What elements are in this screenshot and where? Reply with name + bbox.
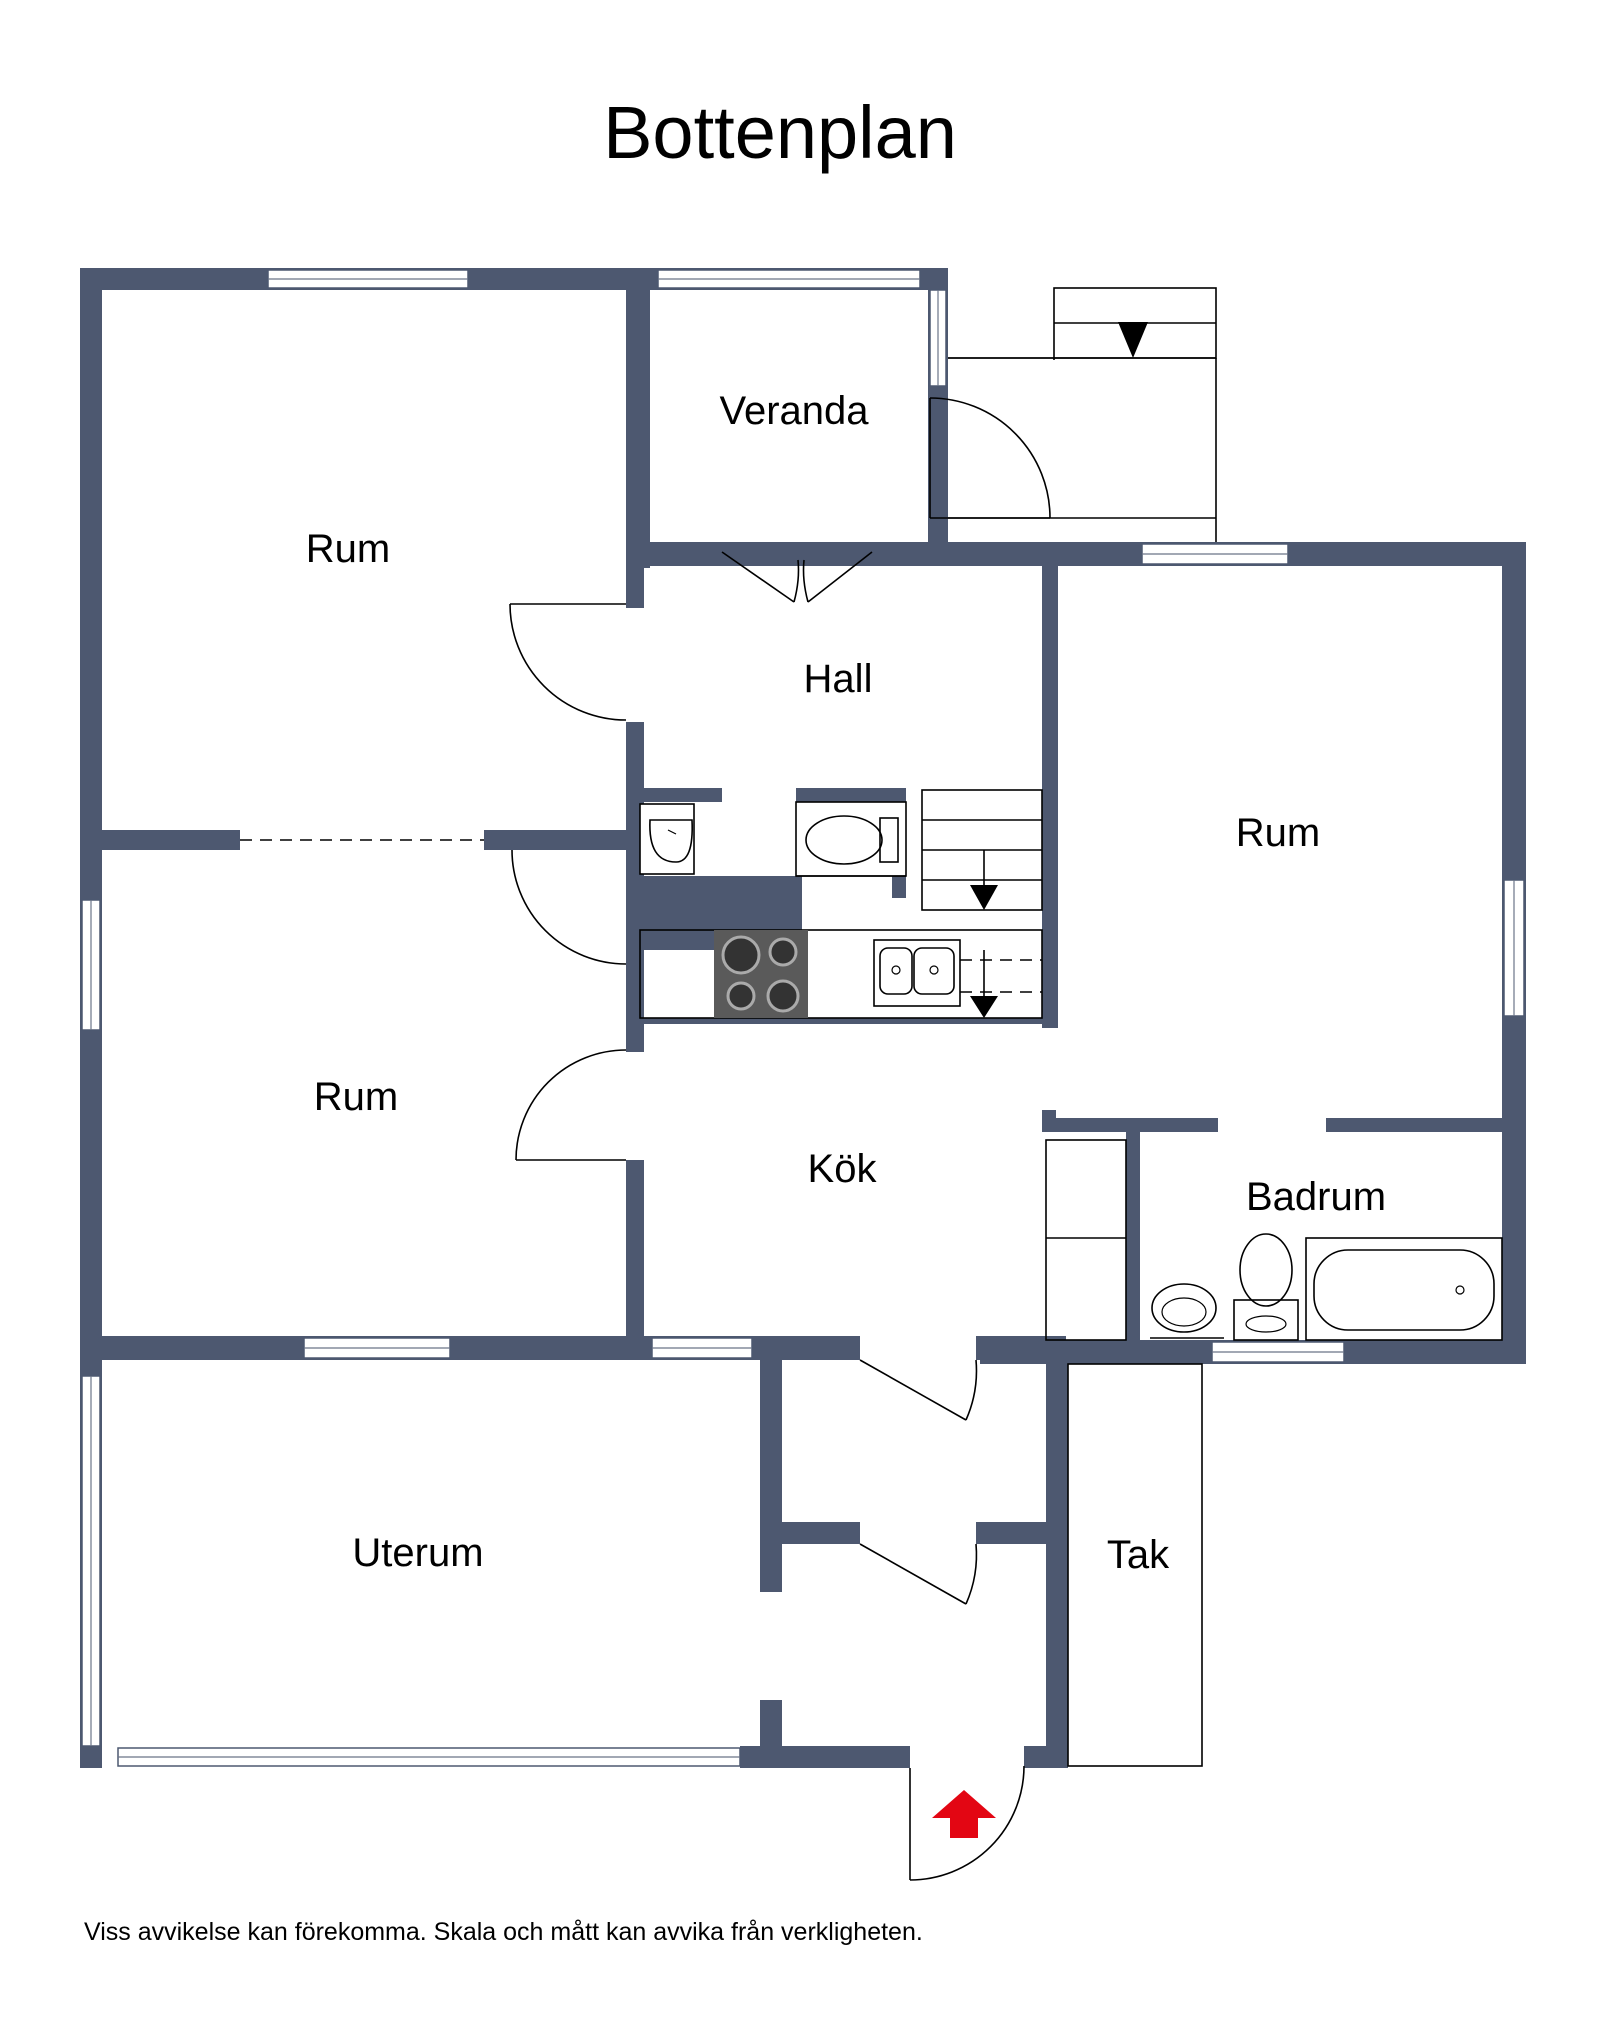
sink-icon [639, 803, 695, 875]
fixtures [639, 789, 1503, 1341]
plan-title: Bottenplan [603, 91, 957, 174]
room-label-uterum: Uterum [352, 1531, 483, 1575]
room-label-kok: Kök [808, 1147, 878, 1191]
stairs-down-arrow-icon [970, 885, 998, 910]
outdoor-structures [948, 287, 1217, 1767]
windows [81, 269, 1525, 1767]
stairs-down-arrow-icon [1118, 322, 1148, 358]
room-label-hall: Hall [804, 657, 873, 701]
entrance-arrow-icon [932, 1790, 996, 1838]
room-label-rum-top-left: Rum [306, 527, 390, 571]
doors [240, 397, 1051, 1881]
room-label-badrum: Badrum [1246, 1175, 1386, 1219]
kitchen-sink-icon [873, 939, 961, 1007]
room-label-veranda: Veranda [719, 389, 869, 433]
stairs-down-arrow-icon [970, 996, 998, 1018]
room-label-rum-right: Rum [1236, 811, 1320, 855]
room-label-rum-mid-left: Rum [314, 1075, 398, 1119]
disclaimer-text: Viss avvikelse kan förekomma. Skala och … [84, 1918, 923, 1946]
room-label-tak: Tak [1107, 1533, 1170, 1577]
toilet-icon [795, 801, 907, 877]
room-labels: Rum Veranda Hall Rum Rum Kök Badrum Uter… [306, 389, 1386, 1577]
